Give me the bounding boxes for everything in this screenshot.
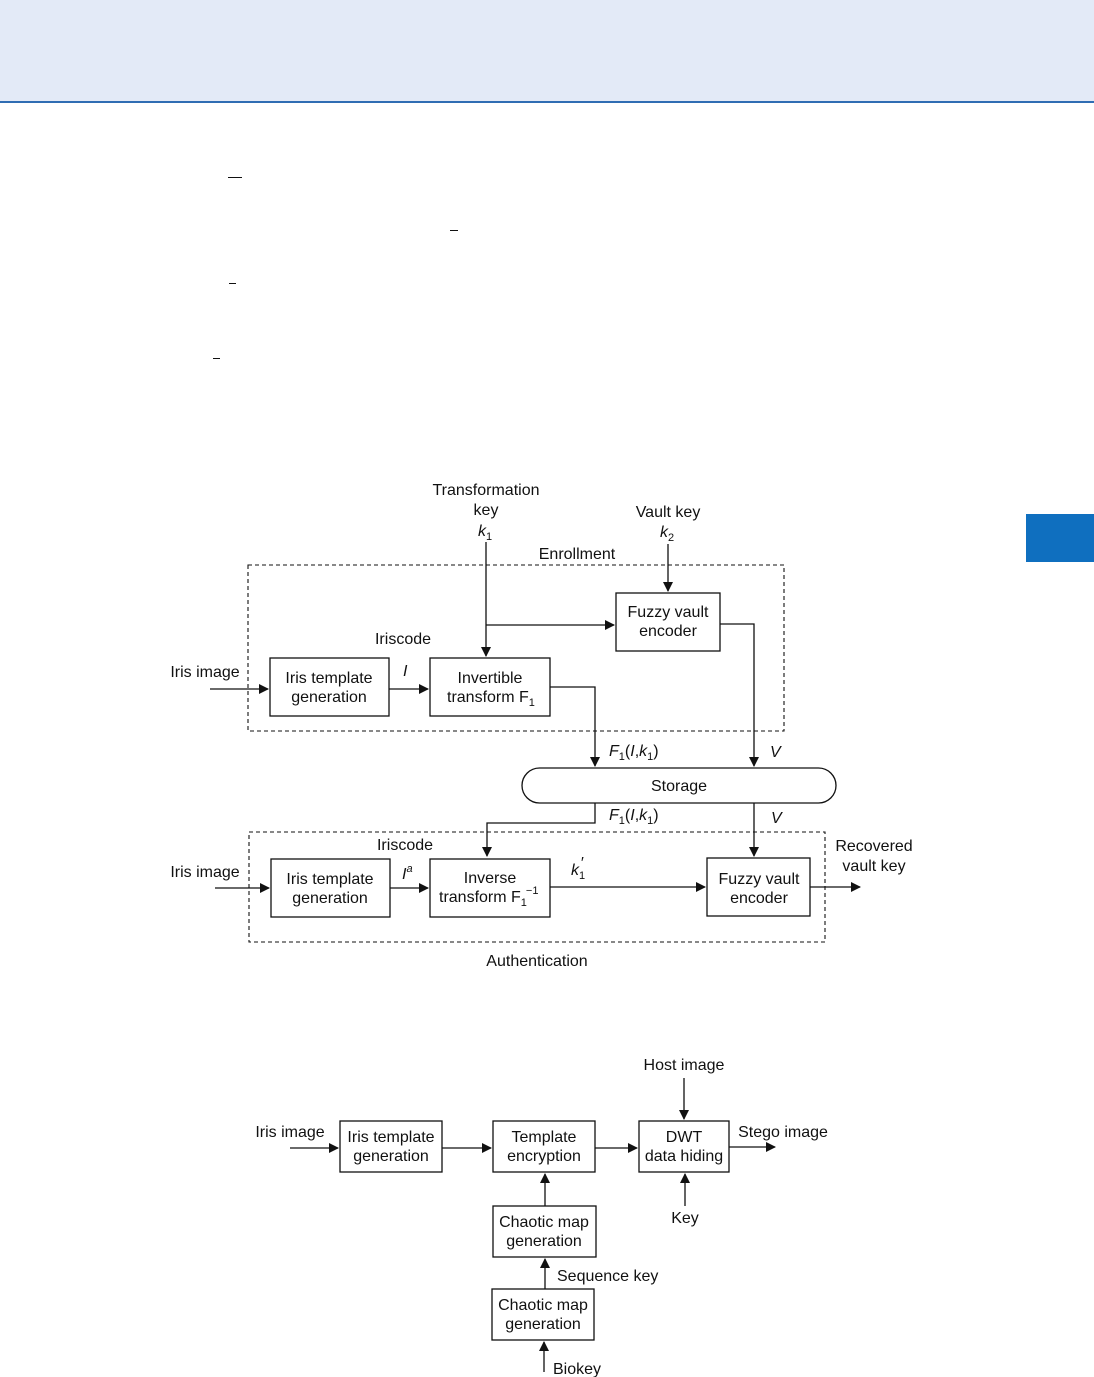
inverse-transform-text: Inverse: [464, 870, 517, 887]
fuzzy-vault-decoder-text-2: encoder: [730, 890, 788, 907]
chaotic-map-box-lower: [491, 1288, 595, 1341]
overline-mark: [228, 177, 242, 178]
template-encryption-box: [492, 1120, 596, 1173]
fuzzy-vault-decoder-box: [706, 857, 811, 917]
k1-symbol: k1: [478, 523, 492, 543]
Ia-symbol: Ia: [402, 863, 413, 883]
iris-template-text-2: Iris template: [347, 1129, 434, 1146]
dwt-data-hiding-box: [638, 1120, 730, 1173]
iris-template-text-2b: generation: [353, 1148, 429, 1165]
fuzzy-vault-encoder-text: Fuzzy vault: [628, 604, 709, 621]
sequence-key-label: Sequence key: [557, 1268, 658, 1285]
vault-key-label: Vault key: [636, 504, 701, 521]
key-label: Key: [671, 1210, 699, 1227]
dwt-text: DWT: [666, 1129, 703, 1146]
stego-image-label: Stego image: [738, 1124, 828, 1141]
iris-image-label-2: Iris image: [255, 1124, 324, 1141]
transformation-key-label: Transformation: [433, 482, 540, 499]
iris-template-generation-box-auth: [270, 858, 391, 918]
recovered-vault-key-label: Recovered: [835, 838, 912, 855]
overline-mark: [213, 358, 220, 359]
template-encryption-text: Template: [512, 1129, 577, 1146]
enrollment-label: Enrollment: [539, 546, 616, 563]
iriscode-bottom-label: Iriscode: [377, 837, 433, 854]
transformation-key-label-2: key: [474, 502, 499, 519]
fuzzy-vault-decoder-text: Fuzzy vault: [719, 871, 800, 888]
recovered-vault-key-label-2: vault key: [842, 858, 905, 875]
storage-text: Storage: [651, 778, 707, 795]
iris-template-box-2: [339, 1120, 443, 1173]
arrow-storage-to-inverse: [482, 803, 596, 857]
overline-mark: [229, 283, 236, 284]
fuzzy-vault-encoder-text-2: encoder: [639, 623, 697, 640]
invertible-transform-text-2: transform F1: [447, 689, 535, 709]
storage-box: [521, 767, 837, 804]
figure-fuzzy-vault: Transformation key k1 Vault key k2 Enrol…: [170, 482, 912, 970]
F1-label-lower: F1(I,k1): [609, 807, 659, 827]
authentication-label: Authentication: [486, 953, 587, 970]
iris-image-bottom-label: Iris image: [170, 864, 239, 881]
enrollment-region: [247, 564, 785, 732]
inverse-transform-box: [429, 858, 551, 918]
dwt-text-2: data hiding: [645, 1148, 723, 1165]
F1-label-upper: F1(I,k1): [609, 743, 659, 763]
overline-mark: [450, 230, 458, 231]
arrow-fuzzy-to-storage: [720, 623, 759, 767]
V-label-upper: V: [770, 744, 782, 761]
header-band: [0, 0, 1094, 103]
inverse-transform-text-2: transform F1−1: [439, 885, 538, 909]
invertible-transform-text: Invertible: [458, 670, 523, 687]
iris-image-top-label: Iris image: [170, 664, 239, 681]
iris-template-generation-text-2: generation: [291, 689, 367, 706]
chaotic-map-upper-text: Chaotic map: [499, 1214, 589, 1231]
host-image-label: Host image: [644, 1057, 725, 1074]
template-encryption-text-2: encryption: [507, 1148, 581, 1165]
iris-template-generation-text: Iris template: [285, 670, 372, 687]
chaotic-map-box-upper: [492, 1205, 597, 1258]
k1-prime-symbol: k1′: [571, 855, 585, 882]
chaotic-map-upper-text-2: generation: [506, 1233, 582, 1250]
figure-steganography: Iris image Iris template generation Temp…: [255, 1057, 828, 1377]
biokey-label: Biokey: [553, 1361, 601, 1377]
chapter-side-tab: [1026, 514, 1094, 562]
iris-template-generation-box: [269, 657, 390, 717]
I-symbol: I: [403, 663, 408, 680]
iris-template-generation-auth-text-2: generation: [292, 890, 368, 907]
iris-template-generation-auth-text: Iris template: [286, 871, 373, 888]
chaotic-map-lower-text-2: generation: [505, 1316, 581, 1333]
chaotic-map-lower-text: Chaotic map: [498, 1297, 588, 1314]
k2-symbol: k2: [660, 524, 674, 544]
V-label-lower: V: [771, 810, 783, 827]
iriscode-top-label: Iriscode: [375, 631, 431, 648]
fuzzy-vault-encoder-box: [615, 592, 721, 652]
arrow-transform-to-storage: [550, 686, 600, 767]
